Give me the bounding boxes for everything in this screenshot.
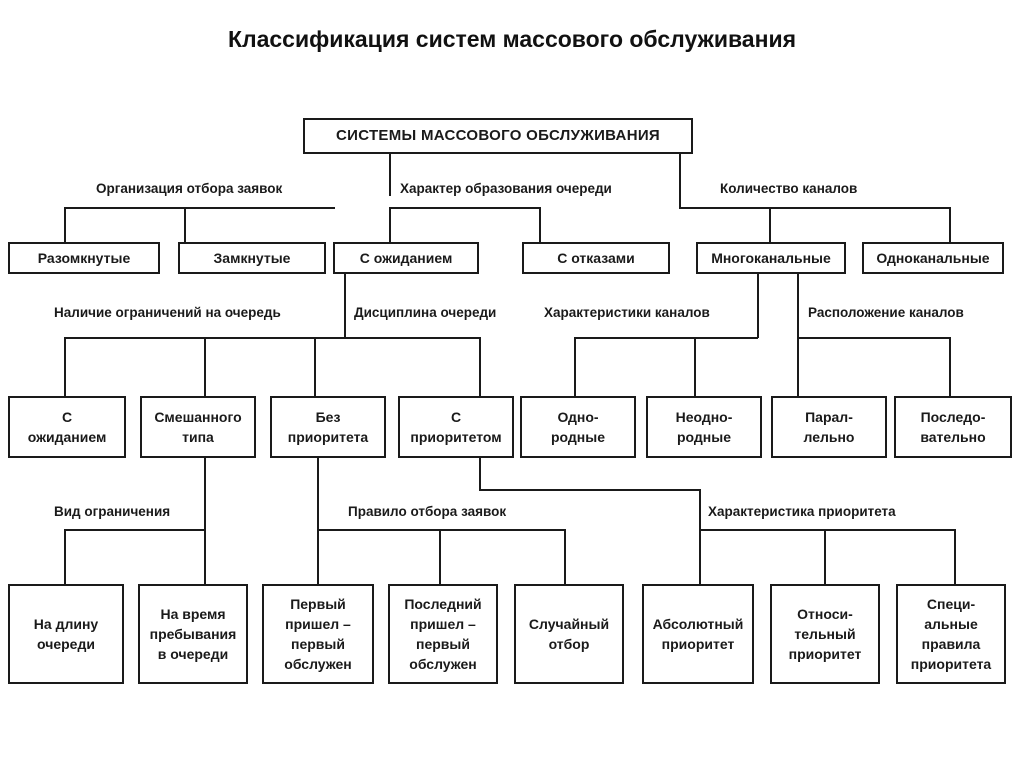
box-parallel: Парал- лельно <box>771 396 887 458</box>
box-with-waiting: С ожиданием <box>333 242 479 274</box>
label-channel-chars: Характеристики каналов <box>542 304 712 322</box>
box-special: Специ- альные правила приоритета <box>896 584 1006 684</box>
box-with-priority: С приоритетом <box>398 396 514 458</box>
label-selection-org: Организация отбора заявок <box>94 180 285 198</box>
label-queue-nature: Характер образования очереди <box>398 180 614 198</box>
label-selection-rule: Правило отбора заявок <box>346 503 509 521</box>
box-with-refusals: С отказами <box>522 242 670 274</box>
box-no-priority: Без приоритета <box>270 396 386 458</box>
label-channel-arrangement: Расположение каналов <box>806 304 966 322</box>
box-closed: Замкнутые <box>178 242 326 274</box>
box-stay-time: На время пребывания в очереди <box>138 584 248 684</box>
box-heterogeneous: Неодно- родные <box>646 396 762 458</box>
box-with-waiting-limit: С ожиданием <box>8 396 126 458</box>
label-queue-discipline: Дисциплина очереди <box>352 304 499 322</box>
box-absolute: Абсолютный приоритет <box>642 584 754 684</box>
box-random: Случайный отбор <box>514 584 624 684</box>
box-relative: Относи- тельный приоритет <box>770 584 880 684</box>
page-title: Классификация систем массового обслужива… <box>227 26 797 52</box>
label-limit-type: Вид ограничения <box>52 503 173 521</box>
box-lifo: Последний пришел – первый обслужен <box>388 584 498 684</box>
box-single-channel: Одноканальные <box>862 242 1004 274</box>
box-serial: Последо- вательно <box>894 396 1012 458</box>
box-homogeneous: Одно- родные <box>520 396 636 458</box>
label-queue-limits: Наличие ограничений на очередь <box>52 304 283 322</box>
box-multichannel: Многоканальные <box>696 242 846 274</box>
box-open: Разомкнутые <box>8 242 160 274</box>
label-channel-count: Количество каналов <box>718 180 860 198</box>
box-mixed-type: Смешанного типа <box>140 396 256 458</box>
box-queue-length: На длину очереди <box>8 584 124 684</box>
label-priority-char: Характеристика приоритета <box>706 503 898 521</box>
root-box: СИСТЕМЫ МАССОВОГО ОБСЛУЖИВАНИЯ <box>303 118 693 154</box>
box-fifo: Первый пришел – первый обслужен <box>262 584 374 684</box>
